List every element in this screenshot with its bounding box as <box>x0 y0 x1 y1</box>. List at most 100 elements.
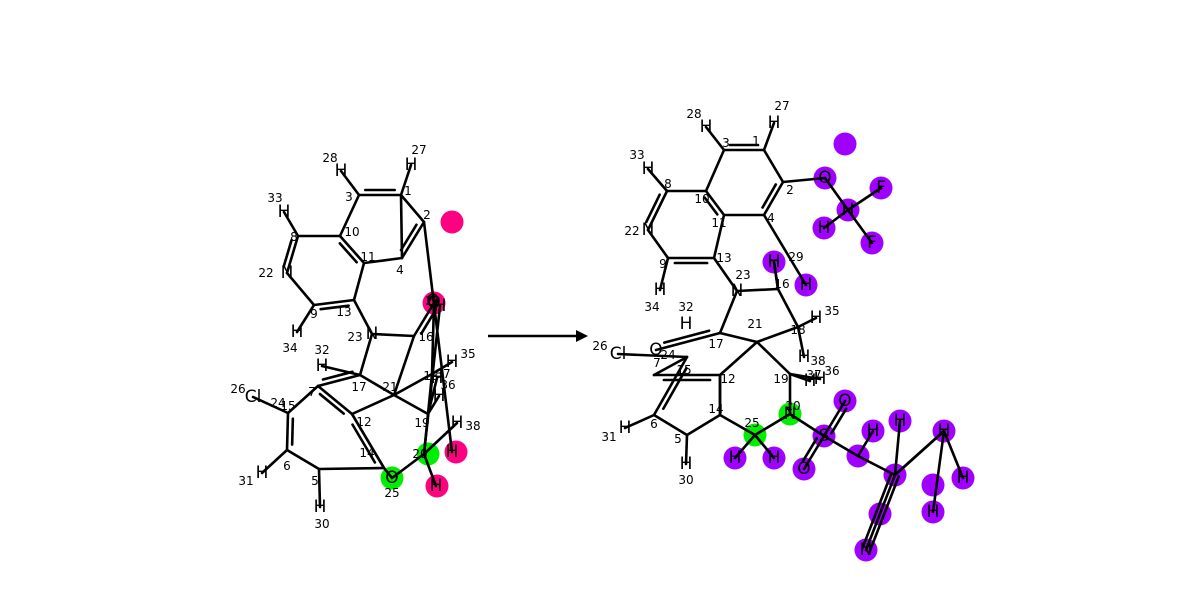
product-atom-symbol: H <box>642 159 655 179</box>
product-bond <box>712 256 739 293</box>
product-atom-index: 8 <box>664 177 672 191</box>
reactant-bond <box>392 334 416 397</box>
product-bond <box>796 325 806 359</box>
product-atom-symbol: O <box>818 168 831 188</box>
reactant-bond <box>382 466 394 480</box>
reactant-atom-index: 24 <box>270 396 285 410</box>
reactant-atom-index: 38 <box>465 419 480 433</box>
reactant-bond <box>285 271 316 307</box>
reactant-atom-index: 31 <box>238 474 253 488</box>
product-atom-symbol: N <box>642 220 655 240</box>
product-atom-index: 25 <box>744 416 759 430</box>
reactant-atom-index: 28 <box>322 151 337 165</box>
product-bond <box>846 186 883 212</box>
product-atom-index: 22 <box>624 224 639 238</box>
product-bond <box>646 228 670 260</box>
product-atom-index: 34 <box>644 300 659 314</box>
product-atom-symbol: H <box>768 448 781 468</box>
reactant-atom-index: 30 <box>314 517 329 531</box>
product-bond <box>753 412 792 437</box>
product-bond <box>761 183 778 209</box>
reactant-atom-symbol: H <box>433 386 446 406</box>
product-atom-index: 35 <box>824 304 839 318</box>
reactant-bond <box>399 193 404 260</box>
reactant-atom-symbol: H <box>430 476 443 496</box>
reactant-bond <box>430 301 436 376</box>
product-bond <box>788 372 812 383</box>
product-bond <box>942 429 965 480</box>
product-bond <box>733 433 757 460</box>
reactant-atom-index: 15 <box>280 399 295 413</box>
product-bond <box>830 407 848 435</box>
reactant-atom-symbol: H <box>291 322 304 342</box>
reactant-bond <box>392 372 434 397</box>
product-atom-index: 1 <box>752 134 760 148</box>
product-bond <box>772 260 780 291</box>
product-atom-symbol: H <box>842 200 855 220</box>
reactant-atom-symbol: H <box>256 463 269 483</box>
reactant-bond <box>399 223 418 252</box>
reactant-bond <box>358 332 374 377</box>
product-atom-index: 19 <box>773 372 788 386</box>
reactant-atom-index: 25 <box>384 486 399 500</box>
product-bond <box>762 121 776 152</box>
reactant-bond <box>285 448 321 471</box>
product-bond <box>823 176 850 212</box>
reactant-bond <box>422 220 454 454</box>
product-bond <box>704 189 726 217</box>
reactant-atom-symbol: H <box>405 155 418 175</box>
product-atom-symbol: O <box>649 340 662 360</box>
reactant-bond <box>260 448 289 475</box>
product-atom-index: 24 <box>660 348 675 362</box>
product-atom-index: 27 <box>774 99 789 113</box>
reactant-bond <box>282 238 293 268</box>
reactant-atom-index: 35 <box>460 347 475 361</box>
reactant-bond <box>390 452 426 480</box>
product-bond <box>652 413 689 437</box>
product-atom-index: 17 <box>708 337 723 351</box>
reactant-bond <box>295 303 316 334</box>
reactant-bond <box>350 393 396 416</box>
reactant-atom-index: 10 <box>344 225 359 239</box>
reactant-atom-index: 5 <box>311 474 319 488</box>
reactant-bond <box>312 298 356 307</box>
product-atom-highlight <box>921 473 945 497</box>
reactant-atom-index: 7 <box>308 385 316 399</box>
product-atom-index: 28 <box>686 107 701 121</box>
reactant-bond <box>282 210 300 238</box>
reactant-bond <box>352 298 374 336</box>
reactant-atom-index: 20 <box>412 447 427 461</box>
product-atom-index: 21 <box>747 317 762 331</box>
product-bond <box>703 196 719 216</box>
reactant-bond <box>351 423 377 464</box>
product-atom-symbol: F <box>876 178 886 198</box>
product-bond <box>718 289 739 335</box>
product-bond <box>781 176 827 184</box>
product-bond <box>868 475 901 553</box>
reactant-bond <box>317 466 386 471</box>
reactant-bond <box>316 384 354 416</box>
reactant-bond <box>318 392 346 415</box>
product-atom-index: 11 <box>711 216 726 230</box>
product-bond <box>893 429 946 477</box>
product-bond <box>762 213 808 287</box>
product-atom-highlight <box>833 132 857 156</box>
reactant-bond <box>350 412 386 470</box>
reactant-bond <box>339 169 361 197</box>
product-atom-index: 12 <box>720 372 735 386</box>
reactant-atom-index: 17 <box>351 380 366 394</box>
product-atom-symbol: H <box>654 280 667 300</box>
product-atom-symbol: Cl <box>610 344 627 364</box>
product-bond <box>931 429 946 514</box>
product-atom-symbol: H <box>619 418 632 438</box>
reactant-bond <box>422 421 459 456</box>
product-atom-index: 5 <box>674 432 682 446</box>
product-bond <box>762 180 785 217</box>
reactant-atom-index: 36 <box>440 378 455 392</box>
reactant-bond <box>320 364 362 377</box>
product-atom-symbol: N <box>784 404 797 424</box>
reactant-atom-symbol: H <box>316 356 329 376</box>
product-atom-symbol: H <box>768 113 781 133</box>
reactant-bond <box>338 234 366 265</box>
